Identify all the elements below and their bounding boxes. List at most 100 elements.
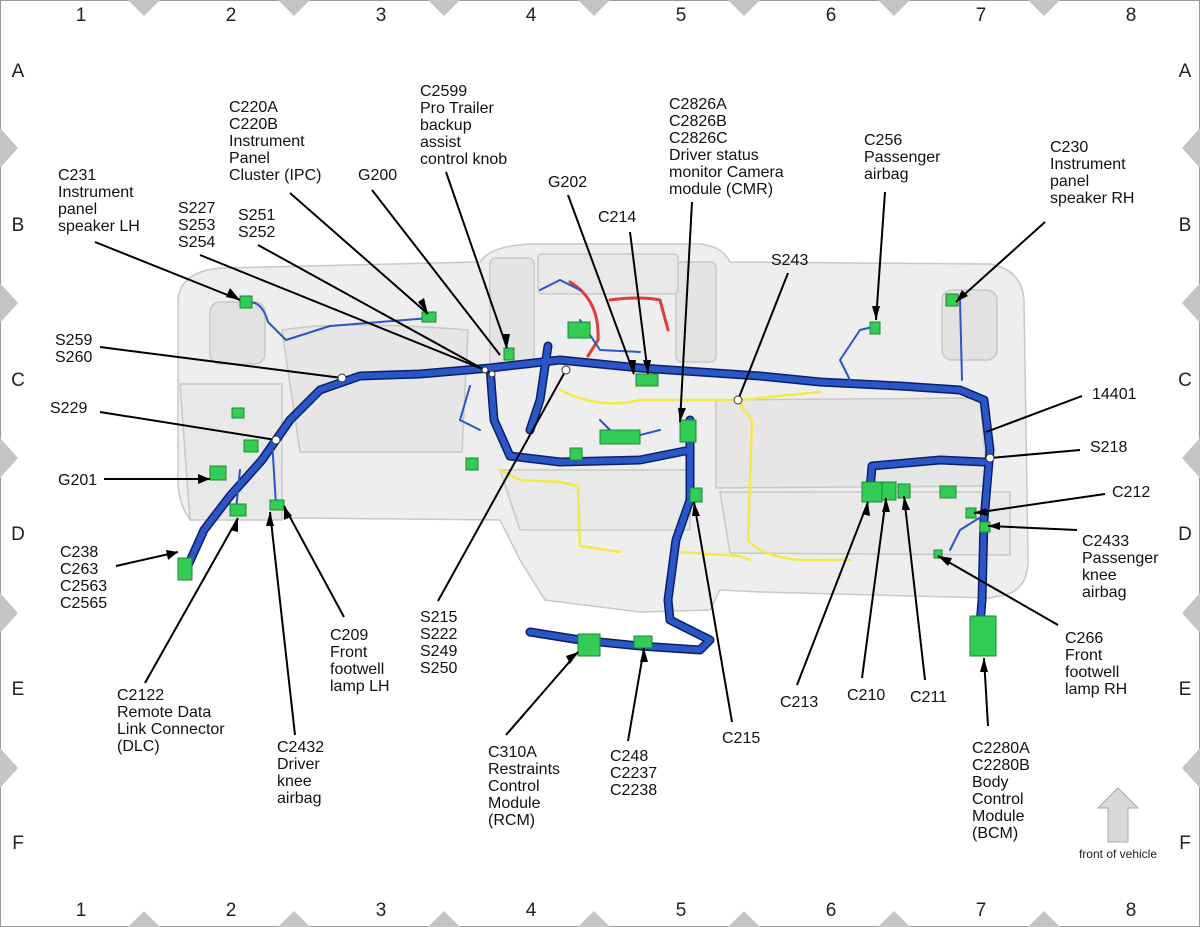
arrowhead <box>418 298 428 314</box>
leader-14401 <box>985 395 1083 433</box>
callout-c231: C231 Instrument panel speaker LH <box>58 167 140 235</box>
leader-c310a <box>505 651 579 736</box>
connector-c2826 <box>679 419 697 443</box>
callout-g201: G201 <box>58 472 97 489</box>
grid-col-label: 6 <box>826 5 837 26</box>
connector-c2599 <box>503 347 515 361</box>
border-diamond <box>1182 283 1200 323</box>
arrowhead <box>956 290 968 302</box>
callout-s218: S218 <box>1090 439 1127 456</box>
front-of-vehicle-label: front of vehicle <box>1079 847 1157 861</box>
connector-center-lower <box>569 447 583 461</box>
center-vent-right <box>675 261 717 363</box>
arrowhead <box>502 334 510 348</box>
leader-s227 <box>199 254 486 371</box>
arrowhead <box>628 360 636 374</box>
callout-c213: C213 <box>780 694 818 711</box>
splice-s229 <box>271 435 281 445</box>
grid-row-label: B <box>1179 215 1192 236</box>
connector-c231 <box>239 295 253 309</box>
border-diamond <box>878 911 910 927</box>
callout-c214: C214 <box>598 209 636 226</box>
front-of-vehicle-indicator: front of vehicle <box>1079 787 1157 861</box>
grid-col-label: 2 <box>226 900 237 921</box>
callout-c215: C215 <box>722 730 760 747</box>
callout-c310a: C310A Restraints Control Module (RCM) <box>488 744 564 829</box>
leader-g200 <box>371 189 501 356</box>
border-diamond <box>1182 748 1200 788</box>
grid-row-label: D <box>1178 524 1192 545</box>
arrowhead <box>678 408 686 422</box>
connector-g201 <box>209 465 227 481</box>
grid-col-label: 7 <box>976 5 987 26</box>
arrowhead <box>882 498 890 512</box>
border-diamond <box>578 911 610 927</box>
leader-c214 <box>629 231 649 375</box>
connector-c2122 <box>229 503 247 517</box>
callout-c238: C238 C263 C2563 C2565 <box>60 544 112 612</box>
grid-col-label: 4 <box>526 900 537 921</box>
connector-c209 <box>269 499 285 511</box>
grid-col-label: 6 <box>826 900 837 921</box>
border-diamond <box>278 0 310 16</box>
grid-col-label: 4 <box>526 5 537 26</box>
callout-s251: S251 S252 <box>238 207 280 241</box>
border-diamond <box>0 128 18 168</box>
splice-markers <box>271 365 995 463</box>
border-diamond <box>1028 0 1060 16</box>
callout-c2432: C2432 Driver knee airbag <box>277 739 329 807</box>
border-diamond <box>0 283 18 323</box>
connector-c310a <box>577 633 601 657</box>
leader-c2826 <box>679 201 693 423</box>
callout-c2826: C2826A C2826B C2826C Driver status monit… <box>669 96 788 198</box>
grid-row-label: A <box>12 61 25 82</box>
border-diamond <box>128 0 160 16</box>
leader-c213 <box>796 501 869 686</box>
connector-c210 <box>881 481 897 501</box>
grid-col-label: 8 <box>1126 900 1137 921</box>
grid-col-label: 1 <box>76 900 87 921</box>
border-diamond <box>1182 128 1200 168</box>
grid-col-label: 5 <box>676 900 687 921</box>
border-diamond <box>578 0 610 16</box>
border-diamond <box>0 438 18 478</box>
grid-row-label: C <box>1178 370 1192 391</box>
leader-c256 <box>875 191 886 321</box>
arrowhead <box>230 518 238 532</box>
connector-c230 <box>945 293 959 307</box>
splice-s218 <box>985 453 995 463</box>
connector-left-switch <box>243 439 259 453</box>
grid-row-label: F <box>12 833 24 854</box>
arrowhead <box>862 502 870 516</box>
leader-c2432 <box>269 511 296 736</box>
arrowhead <box>640 648 648 662</box>
grid-row-label: C <box>11 370 25 391</box>
leader-c212 <box>973 493 1106 514</box>
border-diamond <box>878 0 910 16</box>
callout-c2599: C2599 Pro Trailer backup assist control … <box>420 83 507 168</box>
border-diamond <box>428 0 460 16</box>
connector-right-lower <box>939 485 957 499</box>
arrowhead <box>226 288 240 300</box>
leader-c2433 <box>987 525 1078 531</box>
center-display <box>537 253 679 295</box>
grid-row-label: F <box>1179 833 1191 854</box>
leader-c210 <box>861 497 887 679</box>
leader-c2122 <box>144 517 239 684</box>
leader-c209 <box>283 505 345 618</box>
grid-row-label: A <box>1179 61 1192 82</box>
grid-col-label: 3 <box>376 900 387 921</box>
arrowhead <box>198 474 210 484</box>
border-diamond <box>0 593 18 633</box>
leader-s218 <box>989 449 1081 459</box>
arrowhead <box>988 522 1000 530</box>
lower-panel-right <box>719 491 1011 556</box>
arrowhead <box>166 550 178 560</box>
callout-c211: C211 <box>910 689 947 706</box>
splice-s251 <box>488 370 496 378</box>
center-console-upper <box>498 469 691 531</box>
callout-c212: C212 <box>1112 484 1150 501</box>
